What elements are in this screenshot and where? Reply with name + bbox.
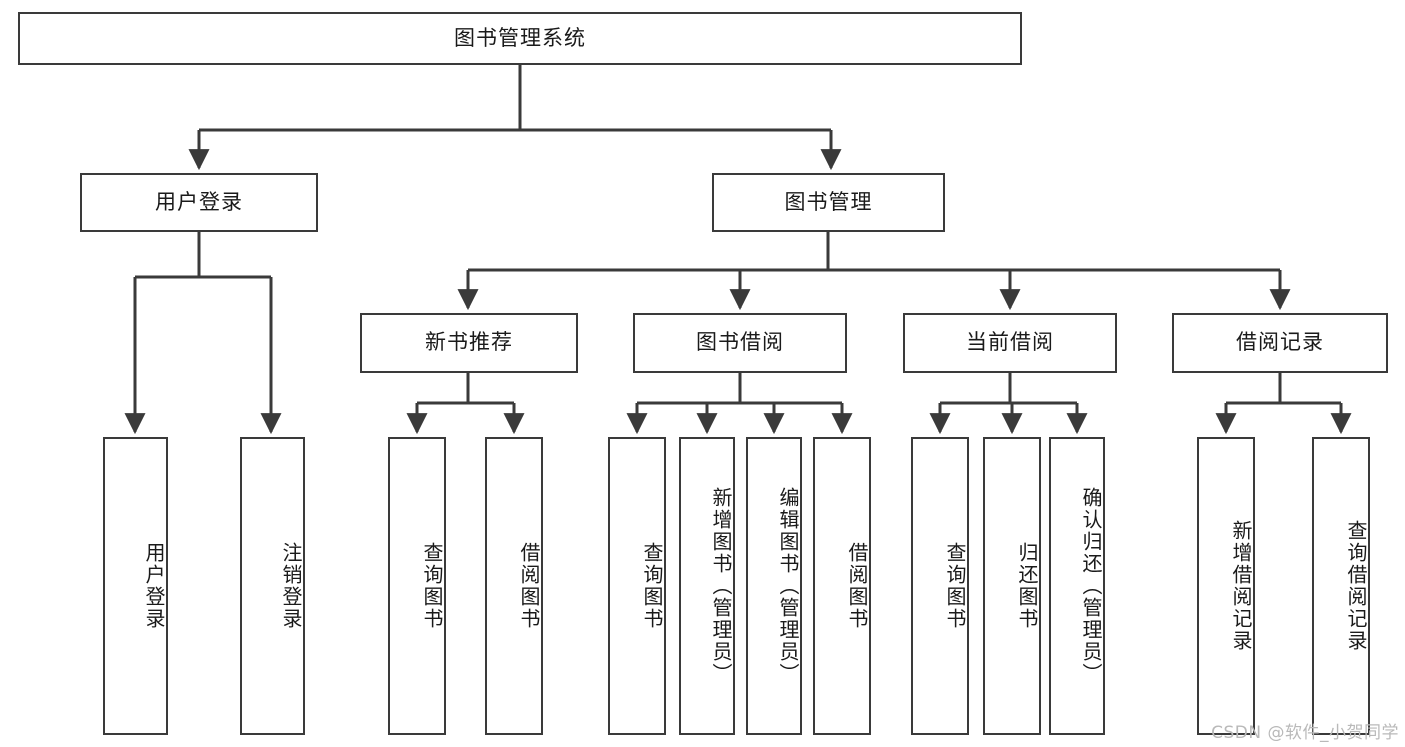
- node-leaf-bb-add-book-label: 新增图书（管理员）: [709, 487, 733, 685]
- node-leaf-rec-query-book-label: 查询图书: [420, 542, 444, 630]
- node-root-label: 图书管理系统: [454, 25, 586, 50]
- node-leaf-bb-edit-book[interactable]: 编辑图书（管理员）: [746, 437, 802, 735]
- node-leaf-rec-query-book[interactable]: 查询图书: [388, 437, 446, 735]
- node-new-book-recommend-label: 新书推荐: [425, 330, 513, 355]
- node-leaf-cb-return-book[interactable]: 归还图书: [983, 437, 1041, 735]
- node-book-borrow-label: 图书借阅: [696, 330, 784, 355]
- node-current-borrow[interactable]: 当前借阅: [903, 313, 1117, 373]
- node-leaf-user-login-label: 用户登录: [142, 542, 166, 630]
- node-user-login-label: 用户登录: [155, 189, 243, 214]
- node-new-book-recommend[interactable]: 新书推荐: [360, 313, 578, 373]
- node-leaf-bb-add-book[interactable]: 新增图书（管理员）: [679, 437, 735, 735]
- node-leaf-cb-confirm-return[interactable]: 确认归还（管理员）: [1049, 437, 1105, 735]
- node-leaf-br-query-record-label: 查询借阅记录: [1344, 520, 1368, 652]
- node-root[interactable]: 图书管理系统: [18, 12, 1022, 65]
- node-leaf-user-logout[interactable]: 注销登录: [240, 437, 305, 735]
- watermark: CSDN @软件_小贺同学: [1211, 723, 1399, 743]
- node-book-manage-label: 图书管理: [784, 189, 873, 214]
- node-leaf-bb-borrow-book-label: 借阅图书: [845, 542, 869, 630]
- node-leaf-rec-borrow-book[interactable]: 借阅图书: [485, 437, 543, 735]
- node-leaf-cb-confirm-return-label: 确认归还（管理员）: [1079, 487, 1103, 685]
- node-leaf-br-add-record[interactable]: 新增借阅记录: [1197, 437, 1255, 735]
- node-leaf-rec-borrow-book-label: 借阅图书: [517, 542, 541, 630]
- node-book-manage[interactable]: 图书管理: [712, 173, 945, 232]
- node-user-login[interactable]: 用户登录: [80, 173, 318, 232]
- node-leaf-bb-edit-book-label: 编辑图书（管理员）: [776, 487, 800, 685]
- node-leaf-cb-query-book-label: 查询图书: [943, 542, 967, 630]
- node-leaf-user-login[interactable]: 用户登录: [103, 437, 168, 735]
- node-leaf-bb-borrow-book[interactable]: 借阅图书: [813, 437, 871, 735]
- node-current-borrow-label: 当前借阅: [966, 330, 1054, 355]
- node-leaf-br-query-record[interactable]: 查询借阅记录: [1312, 437, 1370, 735]
- node-borrow-record[interactable]: 借阅记录: [1172, 313, 1388, 373]
- node-leaf-bb-query-book[interactable]: 查询图书: [608, 437, 666, 735]
- node-book-borrow[interactable]: 图书借阅: [633, 313, 847, 373]
- node-leaf-cb-return-book-label: 归还图书: [1015, 542, 1039, 630]
- node-leaf-cb-query-book[interactable]: 查询图书: [911, 437, 969, 735]
- node-borrow-record-label: 借阅记录: [1236, 330, 1324, 355]
- node-leaf-user-logout-label: 注销登录: [279, 542, 303, 630]
- node-leaf-bb-query-book-label: 查询图书: [640, 542, 664, 630]
- node-leaf-br-add-record-label: 新增借阅记录: [1229, 520, 1253, 652]
